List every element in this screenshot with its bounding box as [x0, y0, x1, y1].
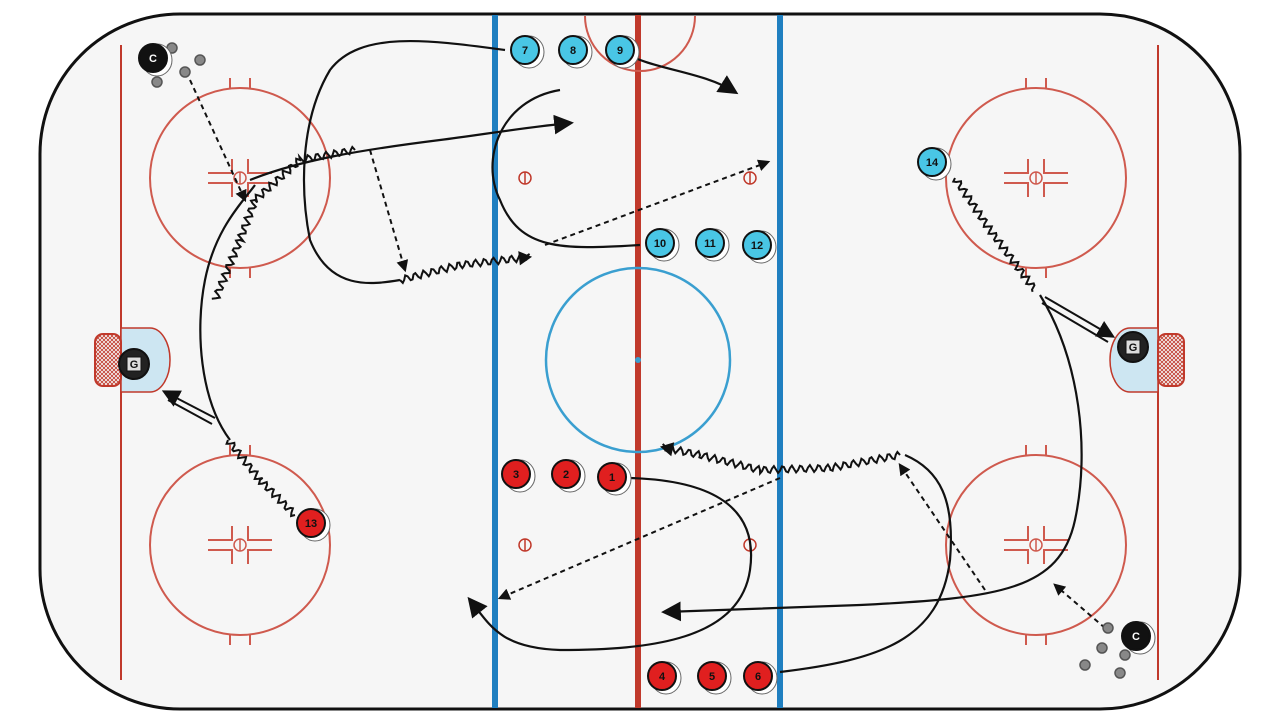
referee-crease [584, 15, 696, 72]
player-red-13: 13 [296, 508, 331, 542]
arrowhead [518, 251, 533, 266]
pass-upper-diagonal [544, 159, 771, 246]
player-cyan-11: 11 [695, 228, 730, 262]
player-number: 13 [305, 518, 317, 530]
goalie: G [118, 348, 150, 380]
center-circle [544, 266, 732, 454]
player-red-2: 2 [551, 459, 586, 493]
path-to-upper-arrow [249, 114, 574, 182]
puck [1102, 622, 1114, 634]
player-cyan-9: 9 [605, 35, 640, 69]
pass-coach-right [1053, 583, 1106, 629]
carry-left-to-13 [225, 439, 296, 518]
shot-left [161, 390, 216, 419]
path-left-swoop [199, 184, 256, 441]
player-number: 9 [617, 45, 623, 57]
shot-right-2 [1041, 302, 1109, 343]
player-cyan-10: 10 [645, 228, 680, 262]
pass-lower-right [898, 463, 986, 591]
player-number: 2 [563, 469, 569, 481]
player-red-4: 4 [647, 661, 682, 695]
player-cyan-12: 12 [742, 230, 777, 264]
carry-lower-mid [661, 443, 901, 476]
puck-carry-paths [211, 145, 1036, 518]
pass-coach-left [189, 79, 247, 203]
goalie: G [1117, 331, 1149, 363]
carry-upper-mid [399, 253, 531, 285]
player-number: 11 [704, 238, 716, 250]
player-red-5: 5 [697, 661, 732, 695]
player-number: 3 [513, 469, 519, 481]
puck [1079, 659, 1091, 671]
player-number: 4 [659, 671, 666, 683]
faceoff-circle [149, 445, 331, 645]
center-dot [635, 357, 641, 363]
coach: C [138, 43, 173, 77]
carry-right-14 [951, 177, 1036, 293]
player-red-6: 6 [743, 661, 778, 695]
pucks [151, 42, 1131, 679]
puck [1119, 649, 1131, 661]
goalie-label: G [1129, 342, 1138, 354]
path-red6-loop [779, 453, 952, 674]
player-number: 8 [570, 45, 576, 57]
skating-paths [199, 39, 1083, 674]
puck [1114, 667, 1126, 679]
shot-paths [161, 296, 1116, 425]
pass-lower-diagonal [497, 477, 781, 600]
player-number: C [149, 53, 157, 65]
pass-upper-mid [369, 149, 409, 273]
path-upper-loop [491, 88, 641, 249]
goalie-label: G [130, 359, 139, 371]
path-right-swoop [661, 294, 1083, 622]
arrowhead [659, 442, 675, 457]
path-7-to-arrow [302, 39, 506, 285]
player-cyan-8: 8 [558, 35, 593, 69]
player-red-1: 1 [597, 462, 632, 496]
player-cyan-7: 7 [510, 35, 545, 69]
player-red-3: 3 [501, 459, 536, 493]
pass-paths [189, 79, 1106, 629]
shot-right [1044, 296, 1116, 338]
faceoff-circle [945, 445, 1127, 645]
carry-upper-left [211, 145, 356, 300]
player-number: 7 [522, 45, 528, 57]
player-number: 5 [709, 671, 715, 683]
player-number: 14 [926, 157, 939, 169]
player-number: C [1132, 631, 1140, 643]
path-red1-loop [467, 476, 753, 652]
player-number: 6 [755, 671, 761, 683]
puck [194, 54, 206, 66]
shot-left-2 [167, 399, 213, 425]
player-number: 12 [751, 240, 763, 252]
puck [151, 76, 163, 88]
puck [1096, 642, 1108, 654]
player-number: 10 [654, 238, 666, 250]
player-cyan-14: 14 [917, 147, 952, 181]
coach: C [1121, 621, 1156, 655]
puck [179, 66, 191, 78]
faceoff-circle [149, 78, 331, 278]
player-number: 1 [609, 472, 615, 484]
